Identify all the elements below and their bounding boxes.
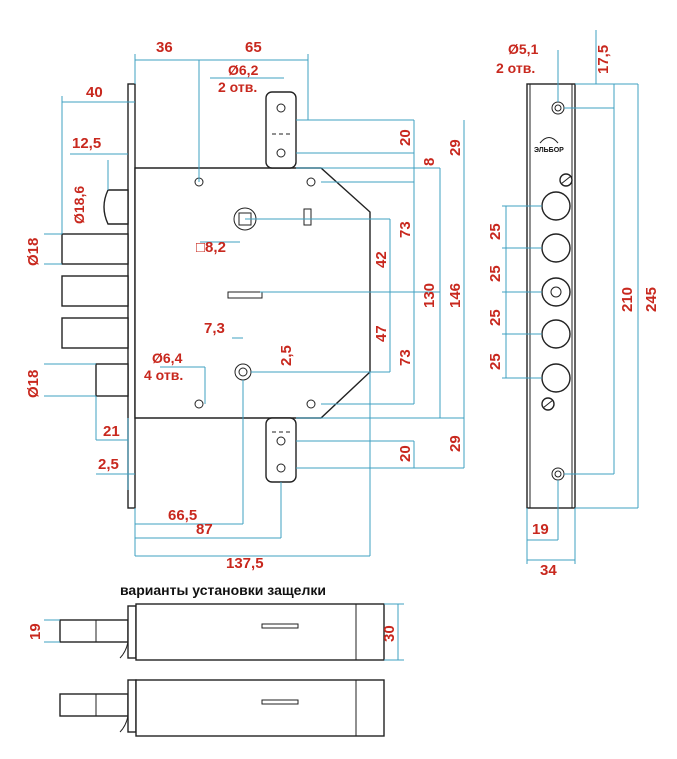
lock-body-front-view [61, 83, 371, 509]
dim-146: 146 [447, 283, 464, 308]
dim-19-right: 19 [532, 521, 549, 538]
dim-42: 42 [373, 251, 390, 268]
latch-variant-2 [59, 679, 385, 737]
dim-d18-6: Ø18,6 [71, 186, 87, 224]
dim-65: 65 [245, 39, 262, 56]
brand-logo: ЭЛЬБОР [534, 147, 564, 154]
dim-25-d: 25 [487, 353, 504, 370]
dim-40: 40 [86, 84, 103, 101]
dim-7-3: 7,3 [204, 320, 225, 337]
dim-29-lower: 29 [447, 435, 464, 452]
dim-20-upper: 20 [397, 129, 414, 146]
dim-19-latch: 19 [27, 623, 44, 640]
dim-d6-2: Ø6,2 [228, 62, 259, 78]
dim-29-upper: 29 [447, 139, 464, 156]
dim-137-5: 137,5 [226, 555, 264, 572]
dim-square-8-2: □8,2 [196, 239, 226, 256]
dim-12-5: 12,5 [72, 135, 101, 152]
dim-21: 21 [103, 423, 120, 440]
dim-d6-4-note: 4 отв. [144, 367, 183, 383]
dim-8: 8 [421, 158, 438, 166]
dim-210: 210 [619, 287, 636, 312]
dimension-lines-left [44, 54, 465, 557]
dim-87: 87 [196, 521, 213, 538]
dim-25-c: 25 [487, 309, 504, 326]
dim-47: 47 [373, 325, 390, 342]
dim-2-5-plate: 2,5 [98, 456, 119, 473]
latch-variant-1 [59, 603, 385, 661]
dimension-labels-right: Ø5,1 2 отв. 17,5 25 25 25 25 210 245 19 … [487, 41, 660, 579]
dim-25-a: 25 [487, 223, 504, 240]
dim-d18-upper: Ø18 [25, 238, 42, 266]
dim-d5-1-note: 2 отв. [496, 60, 535, 76]
dim-2-5-cylinder: 2,5 [278, 345, 295, 366]
latch-variant-1-dims: 19 30 [27, 603, 404, 661]
latch-variants-caption: варианты установки защелки [120, 582, 326, 598]
dim-20-lower: 20 [397, 445, 414, 462]
dim-17-5: 17,5 [595, 45, 612, 74]
dim-73-lower: 73 [397, 349, 414, 366]
dim-d6-2-note: 2 отв. [218, 79, 257, 95]
dim-25-b: 25 [487, 265, 504, 282]
dimension-lines-right [502, 30, 639, 564]
faceplate-front-view: ЭЛЬБОР [526, 83, 576, 509]
dim-66-5: 66,5 [168, 507, 197, 524]
dim-d5-1: Ø5,1 [508, 41, 539, 57]
dim-245: 245 [643, 287, 660, 312]
dim-d18-lower: Ø18 [25, 370, 42, 398]
dimension-labels-left: 36 65 40 12,5 Ø18,6 Ø18 Ø18 21 2,5 Ø6,2 … [25, 39, 464, 572]
dim-30: 30 [381, 625, 398, 642]
dim-130: 130 [421, 283, 438, 308]
dim-d6-4: Ø6,4 [152, 350, 183, 366]
dim-73-upper: 73 [397, 221, 414, 238]
dim-34: 34 [540, 562, 557, 579]
dim-36: 36 [156, 39, 173, 56]
